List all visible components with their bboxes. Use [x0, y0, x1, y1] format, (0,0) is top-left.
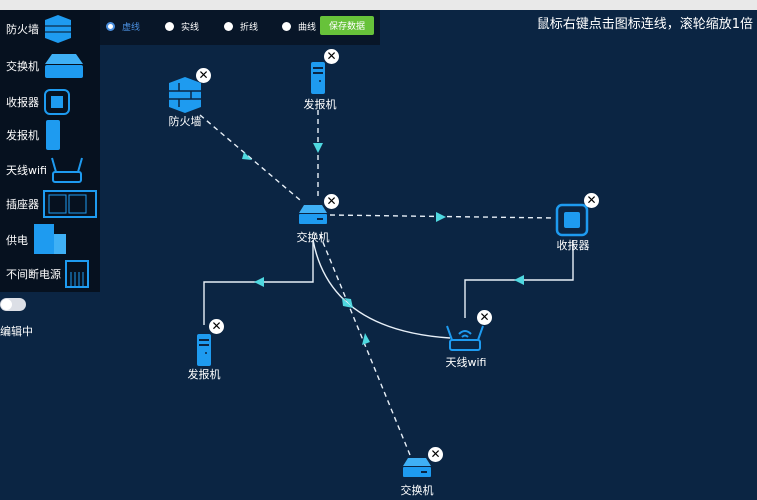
node-label: 交换机: [296, 231, 330, 244]
firewall-icon: [169, 77, 201, 113]
node-label: 发报机: [303, 98, 337, 111]
switch-icon: [403, 458, 431, 477]
server-icon: [46, 120, 60, 150]
power-icon: [34, 224, 66, 254]
sidebar-item-receiver[interactable]: 收报器: [6, 88, 71, 116]
server-icon: [197, 334, 211, 366]
node-label: 发报机: [187, 368, 221, 381]
arrow-mark: [342, 298, 353, 308]
close-icon[interactable]: ✕: [428, 447, 443, 462]
firewall-icon: [45, 15, 71, 43]
component-sidebar: 防火墙 交换机 收报器 发报机 天线wifi 插座器 供电 不间断电源: [0, 10, 100, 292]
chip-icon: [555, 203, 589, 237]
link-firewall-switch: [199, 114, 301, 201]
radio-dashed[interactable]: 虚线: [106, 20, 140, 33]
router-icon: [51, 157, 83, 183]
browser-bar: [0, 0, 757, 10]
radio-curve[interactable]: 曲线: [282, 20, 316, 33]
node-label: 交换机: [400, 484, 434, 497]
chip-icon: [44, 89, 70, 115]
sidebar-item-transmitter[interactable]: 发报机: [6, 120, 63, 150]
save-data-button[interactable]: 保存数据: [320, 16, 374, 35]
usage-hint: 鼠标右键点击图标连线，滚轮缩放1倍: [536, 17, 753, 32]
node-label: 收报器: [556, 239, 590, 252]
close-icon[interactable]: ✕: [324, 194, 339, 209]
radio-polyline[interactable]: 折线: [224, 20, 258, 33]
radio-solid[interactable]: 实线: [165, 20, 199, 33]
close-icon[interactable]: ✕: [584, 193, 599, 208]
close-icon[interactable]: ✕: [324, 49, 339, 64]
link-bottom-switch: [319, 234, 411, 456]
sidebar-item-power[interactable]: 供电: [6, 224, 68, 256]
sidebar-item-wifi[interactable]: 天线wifi: [6, 155, 83, 185]
node-label: 天线wifi: [445, 356, 487, 369]
arrow-mark: [436, 212, 446, 222]
switch-icon: [299, 205, 327, 224]
arrow-mark: [362, 333, 370, 345]
close-icon[interactable]: ✕: [477, 310, 492, 325]
node-label: 防火墙: [168, 115, 202, 128]
arrow-mark: [254, 277, 264, 287]
sidebar-item-firewall[interactable]: 防火墙: [6, 14, 73, 44]
arrow-mark: [313, 143, 323, 153]
link-switch-wifi-curve: [312, 239, 451, 339]
close-icon[interactable]: ✕: [196, 68, 211, 83]
sidebar-item-socket[interactable]: 插座器: [6, 190, 97, 218]
sidebar-item-ups[interactable]: 不间断电源: [6, 260, 89, 288]
server-icon: [311, 62, 325, 94]
router-icon: [446, 325, 484, 351]
arrow-mark: [242, 152, 252, 160]
edit-status-label: 编辑中: [0, 325, 33, 338]
socket-icon: [43, 190, 97, 218]
close-icon[interactable]: ✕: [209, 319, 224, 334]
arrow-mark: [514, 275, 524, 285]
switch-icon: [45, 54, 83, 78]
edit-toggle[interactable]: [0, 298, 26, 311]
ups-icon: [65, 260, 89, 288]
sidebar-item-switch[interactable]: 交换机: [6, 52, 85, 80]
